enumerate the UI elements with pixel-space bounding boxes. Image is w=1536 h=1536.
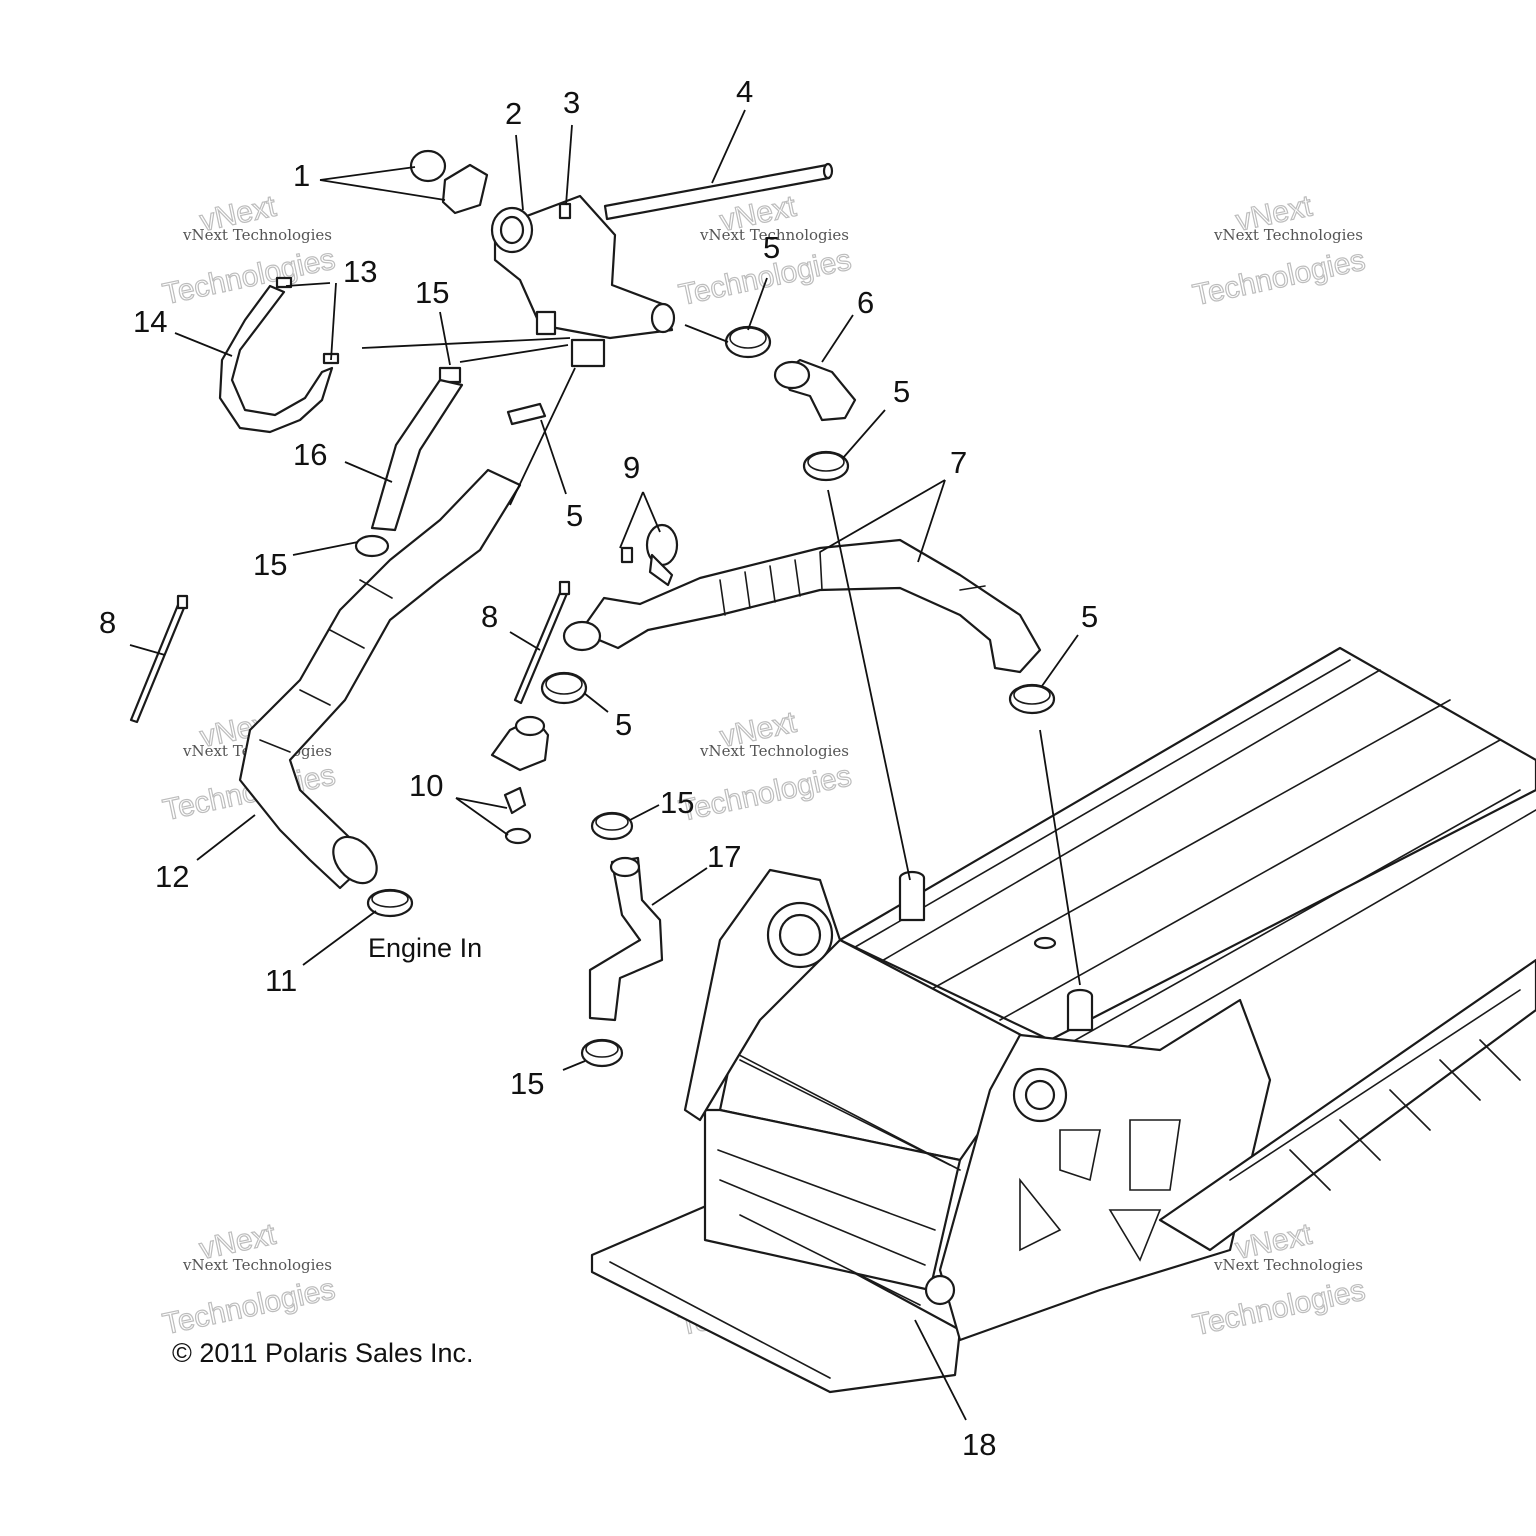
callout-4: 4: [736, 74, 753, 109]
callout-10: 10: [409, 768, 443, 803]
callout-6: 6: [857, 285, 874, 320]
svg-text:vNext Technologies: vNext Technologies: [1213, 226, 1363, 244]
part-clamp-15c: [590, 811, 634, 841]
svg-text:vNext Technologies: vNext Technologies: [1213, 1256, 1363, 1274]
callout-9: 9: [623, 450, 640, 485]
part-clamp-5b: [506, 402, 547, 426]
part-cable-tie-8b: [513, 580, 571, 705]
part-small-hose: [218, 276, 340, 434]
callout-5b: 5: [566, 498, 583, 533]
callout-14: 14: [133, 304, 167, 339]
part-thermostat-housing: [490, 715, 550, 772]
callout-17: 17: [707, 839, 741, 874]
callout-2: 2: [505, 96, 522, 131]
watermark-bottom-left: vNext vNext Technologies Technologies: [159, 1217, 338, 1342]
callout-15b: 15: [253, 547, 287, 582]
part-radiator-hose: [562, 538, 1042, 674]
svg-text:Technologies: Technologies: [160, 1273, 338, 1342]
watermark-top-right: vNext vNext Technologies Technologies: [1189, 189, 1368, 313]
callout-1: 1: [293, 158, 310, 193]
callout-12: 12: [155, 859, 189, 894]
svg-text:vNext Technologies: vNext Technologies: [699, 226, 849, 244]
part-clamp-5d: [540, 671, 588, 705]
part-cap-oring: [409, 149, 489, 215]
leader-lines: [129, 109, 1081, 1421]
part-clamp-15b: [354, 534, 390, 558]
callout-15c: 15: [660, 785, 694, 820]
callout-11: 11: [265, 963, 297, 998]
watermark-mid-center: vNext vNext Technologies Technologies: [676, 705, 855, 829]
part-sensor: [503, 786, 532, 845]
svg-text:vNext Technologies: vNext Technologies: [182, 1256, 332, 1274]
callout-7: 7: [950, 445, 967, 480]
part-engine-hose: [238, 468, 522, 890]
watermark-top-left: vNext vNext Technologies Technologies: [159, 189, 338, 312]
callout-labels: 1 2 3 4 5 5 5 5 5 6 7 8 8 9 10 11 12 13 …: [99, 74, 1098, 1462]
svg-text:Technologies: Technologies: [160, 243, 338, 312]
callout-5d: 5: [615, 707, 632, 742]
copyright-text: © 2011 Polaris Sales Inc.: [172, 1338, 474, 1368]
svg-text:Technologies: Technologies: [1190, 244, 1368, 313]
callout-15a: 15: [415, 275, 449, 310]
part-clamp-5a: [724, 325, 772, 359]
part-clamp-11: [366, 888, 414, 918]
part-hose-16: [370, 378, 464, 532]
svg-text:vNext Technologies: vNext Technologies: [699, 742, 849, 760]
part-cable-tie-8a: [129, 594, 189, 724]
callout-8a: 8: [99, 605, 116, 640]
part-coolant-reservoir: [490, 194, 676, 368]
callout-5e: 5: [1081, 599, 1098, 634]
callout-18: 18: [962, 1427, 996, 1462]
svg-text:Technologies: Technologies: [1190, 1274, 1368, 1343]
svg-text:Technologies: Technologies: [676, 759, 854, 828]
callout-16: 16: [293, 437, 327, 472]
part-clamp-15d: [580, 1038, 624, 1068]
callout-15d: 15: [510, 1066, 544, 1101]
callout-8b: 8: [481, 599, 498, 634]
chassis-tunnel: [590, 646, 1536, 1394]
callout-5a: 5: [763, 230, 780, 265]
part-bracket: [620, 523, 679, 587]
part-clamp-5e: [1008, 683, 1056, 715]
engine-in-note: Engine In: [368, 933, 482, 963]
part-clamp-5c: [802, 450, 850, 482]
svg-text:vNext Technologies: vNext Technologies: [182, 226, 332, 244]
callout-13: 13: [343, 254, 377, 289]
part-bypass-hose: [588, 856, 664, 1022]
callout-5c: 5: [893, 374, 910, 409]
part-vent-tube: [603, 162, 834, 221]
part-elbow-hose: [773, 358, 857, 422]
part-screw: [558, 202, 572, 220]
callout-3: 3: [563, 85, 580, 120]
